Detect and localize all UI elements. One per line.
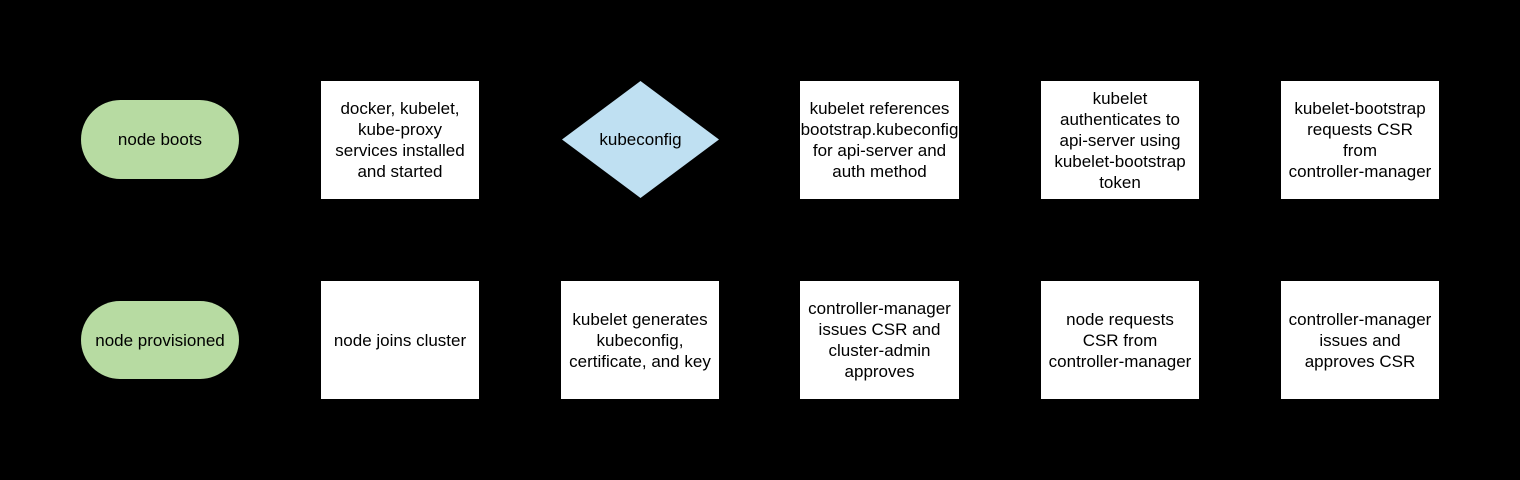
flow-node-node-joins-cluster: node joins cluster bbox=[321, 281, 479, 399]
flow-node-kubelet-bootstrap-requests-csr: kubelet-bootstrap requests CSR from cont… bbox=[1281, 81, 1439, 199]
flow-node-kubeconfig-decision: kubeconfig bbox=[562, 81, 719, 198]
flow-node-node-requests-csr: node requests CSR from controller-manage… bbox=[1041, 281, 1199, 399]
flow-node-services-installed: docker, kubelet, kube-proxy services ins… bbox=[321, 81, 479, 199]
flow-node-kubelet-references-bootstrap-kubeconfig: kubelet references bootstrap.kubeconfig … bbox=[800, 81, 959, 199]
flow-node-node-boots: node boots bbox=[81, 100, 239, 179]
flow-node-controller-manager-issues-csr-cluster-admin-approves: controller-manager issues CSR and cluste… bbox=[800, 281, 959, 399]
flow-node-kubelet-authenticates: kubelet authenticates to api-server usin… bbox=[1041, 81, 1199, 199]
flow-node-kubelet-generates-kubeconfig: kubelet generates kubeconfig, certificat… bbox=[561, 281, 719, 399]
flow-node-node-provisioned: node provisioned bbox=[81, 301, 239, 379]
flow-node-controller-manager-issues-and-approves-csr: controller-manager issues and approves C… bbox=[1281, 281, 1439, 399]
